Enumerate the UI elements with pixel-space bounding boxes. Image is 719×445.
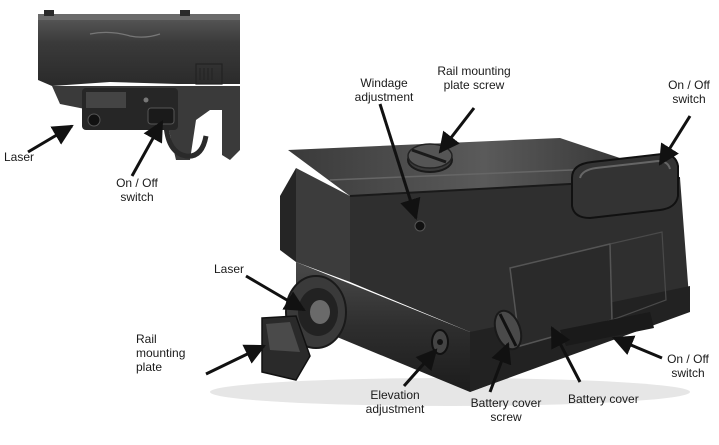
arrow-inset-laser <box>27 124 74 154</box>
label-laser: Laser <box>214 262 245 276</box>
arrow-top-switch <box>658 115 692 166</box>
label-battery-cover: Battery cover <box>568 392 639 406</box>
arrow-inset-switch <box>130 120 164 177</box>
arrow-rail-screw <box>438 107 476 154</box>
arrow-rail-plate <box>205 344 266 376</box>
arrow-elevation <box>402 348 438 387</box>
callout-arrows <box>27 103 692 393</box>
arrow-windage <box>378 103 421 221</box>
laser-unit <box>210 138 690 406</box>
arrow-side-switch <box>612 335 663 360</box>
arrow-laser <box>245 274 306 312</box>
arrow-battery-cover <box>550 326 582 383</box>
arrow-battery-screw <box>488 342 512 393</box>
pistol-inset <box>38 10 240 160</box>
label-inset-laser: Laser <box>4 150 35 164</box>
